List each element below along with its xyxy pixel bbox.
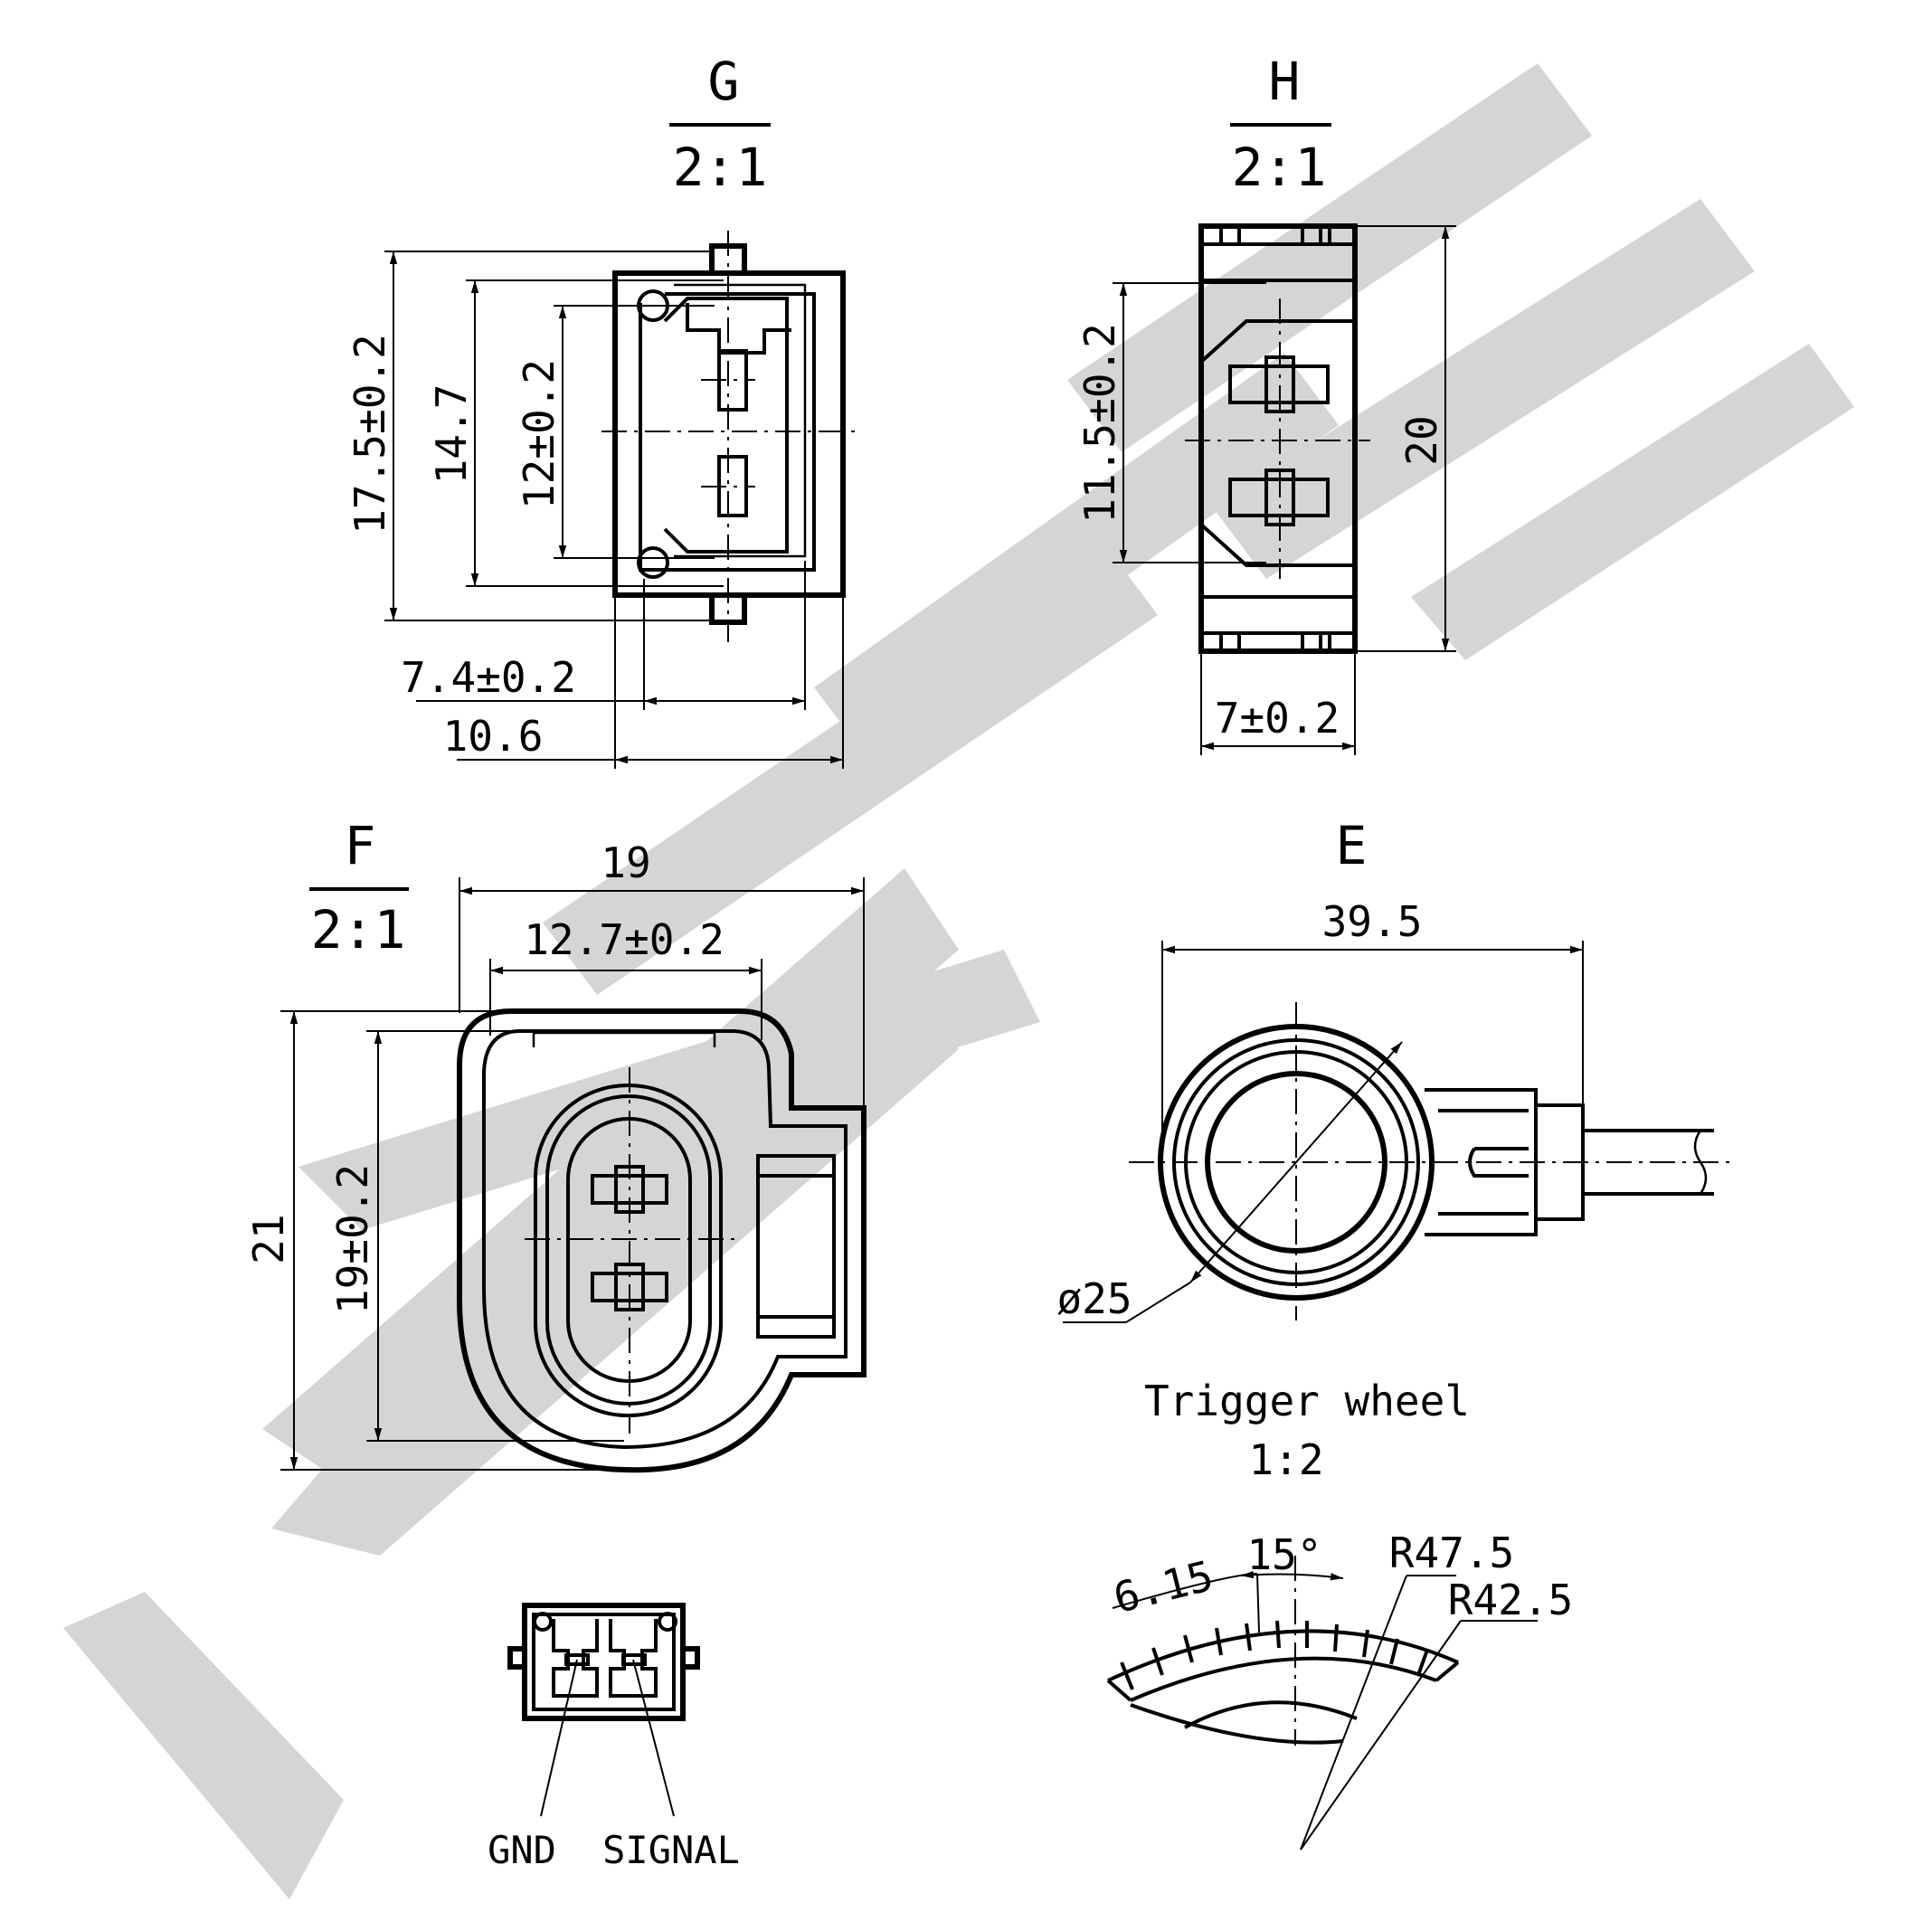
view-f-dim-height-inner: 19±0.2 bbox=[328, 1164, 377, 1314]
view-h: H 2:1 11.5±0.2 20 7±0. bbox=[1075, 51, 1456, 755]
trigger-wheel-dim-pitch: 6.15 bbox=[1109, 1551, 1218, 1623]
view-g-title: G bbox=[708, 51, 740, 112]
trigger-wheel-title: Trigger wheel bbox=[1144, 1377, 1470, 1425]
view-g-dim-width-inner: 7.4±0.2 bbox=[401, 653, 576, 702]
view-h-scale: 2:1 bbox=[1232, 137, 1327, 198]
trigger-wheel: Trigger wheel 1:2 6.15 15° R47.5 R42.5 bbox=[1106, 1377, 1573, 1851]
view-f-scale: 2:1 bbox=[311, 899, 406, 961]
view-h-dim-pitch: 11.5±0.2 bbox=[1075, 323, 1124, 524]
view-g-dim-pitch: 12±0.2 bbox=[515, 359, 564, 509]
trigger-wheel-dim-radius-outer: R47.5 bbox=[1389, 1529, 1514, 1577]
trigger-wheel-dim-angle: 15° bbox=[1246, 1530, 1321, 1579]
pinout-connector bbox=[507, 1603, 700, 1721]
view-h-dim-height: 20 bbox=[1397, 415, 1446, 465]
view-f-dim-width-inner: 12.7±0.2 bbox=[524, 915, 724, 964]
sensor-e-body bbox=[1129, 1002, 1732, 1320]
view-e-title: E bbox=[1336, 815, 1368, 876]
view-g-dim-width-outer: 10.6 bbox=[443, 712, 544, 761]
view-g: G 2:1 bbox=[346, 51, 859, 769]
pinout-pin2-label: SIGNAL bbox=[602, 1828, 740, 1872]
connector-g-body bbox=[601, 231, 859, 642]
view-g-dim-height-mid: 14.7 bbox=[427, 384, 476, 485]
view-h-dim-width: 7±0.2 bbox=[1215, 694, 1340, 743]
view-h-title: H bbox=[1269, 51, 1301, 112]
view-f-dim-height-outer: 21 bbox=[244, 1214, 293, 1264]
pinout-pin1-label: GND bbox=[488, 1828, 556, 1872]
view-g-scale: 2:1 bbox=[673, 137, 768, 198]
view-e-dim-diameter: ø25 bbox=[1056, 1274, 1132, 1323]
pinout-diagram: GND SIGNAL bbox=[488, 1603, 740, 1872]
view-g-dim-height-outer: 17.5±0.2 bbox=[346, 334, 394, 535]
trigger-wheel-segment bbox=[1106, 1556, 1460, 1746]
trigger-wheel-scale: 1:2 bbox=[1248, 1435, 1323, 1484]
view-e-dim-length: 39.5 bbox=[1322, 897, 1423, 946]
view-e: E 39.5 ø25 bbox=[1056, 815, 1732, 1323]
watermark-logo bbox=[63, 63, 1854, 1899]
view-f-dim-width-outer: 19 bbox=[601, 838, 650, 887]
trigger-wheel-dim-radius-inner: R42.5 bbox=[1448, 1576, 1573, 1624]
connector-h-body bbox=[1185, 223, 1370, 654]
view-f-title: F bbox=[345, 815, 376, 876]
view-f: F 2:1 19 bbox=[244, 815, 867, 1473]
